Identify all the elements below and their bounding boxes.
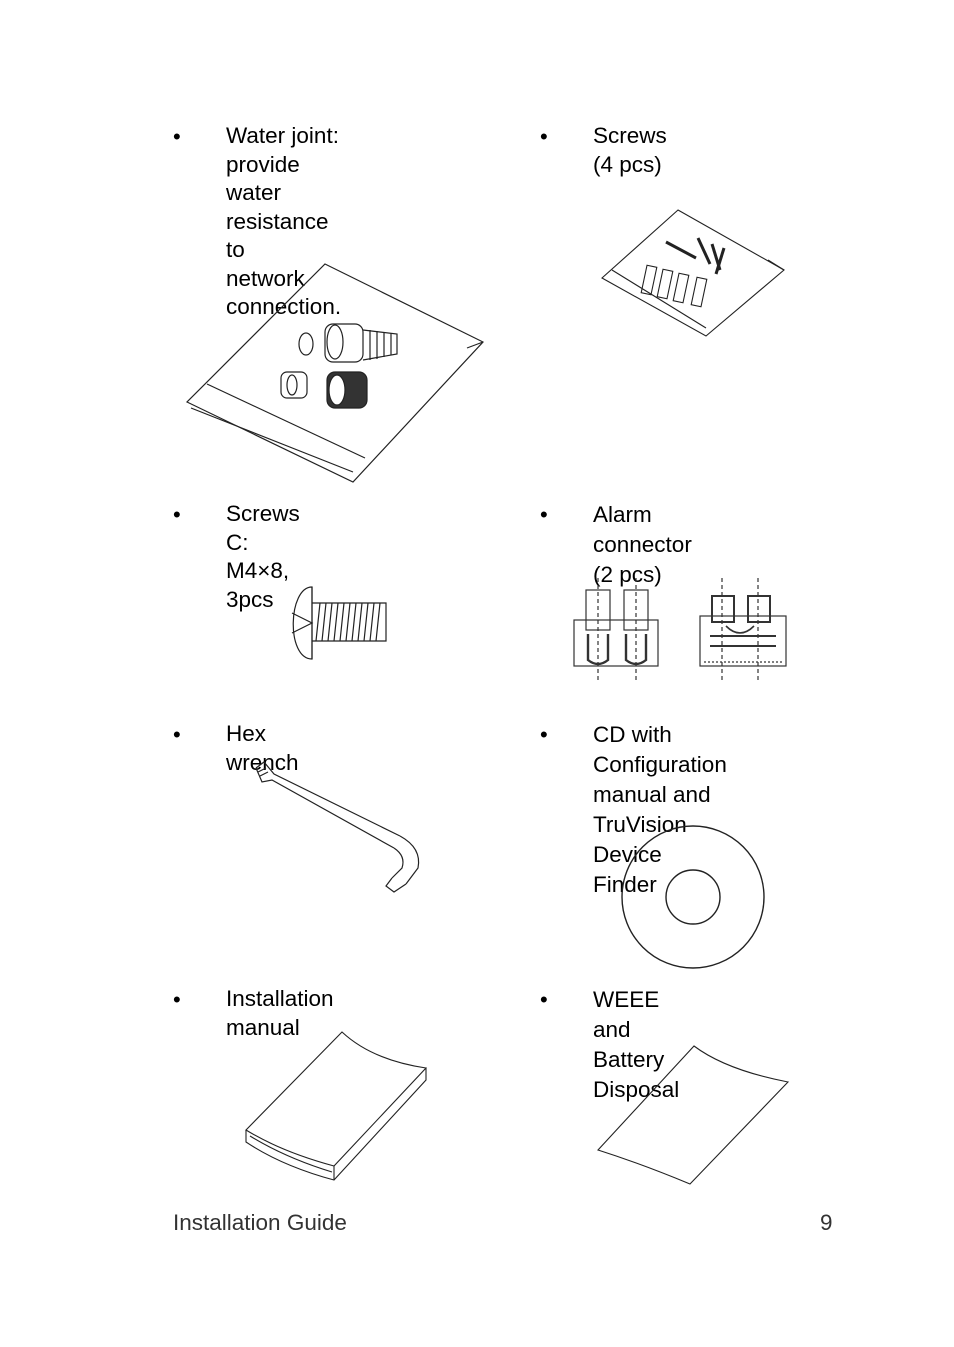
bullet: • (173, 987, 181, 1012)
screws-bag-image (600, 208, 786, 338)
bullet: • (540, 502, 548, 527)
item-label: Screws (4 pcs) (593, 123, 667, 177)
item-label: WEEE and Battery Disposal (593, 987, 680, 1102)
screw-image (282, 583, 388, 663)
bullet: • (540, 722, 548, 747)
bullet: • (540, 987, 548, 1012)
item-label: Screws C: M4×8, 3pcs (226, 501, 300, 612)
water-joint-bag-image (185, 262, 485, 484)
booklet-image (242, 1030, 432, 1186)
cd-disc-image (619, 824, 767, 970)
bullet: • (540, 124, 548, 149)
bullet: • (173, 124, 181, 149)
item-label: Water joint: provide water resistance to… (226, 123, 342, 319)
item-label: CD with Configuration manual and TruVisi… (593, 722, 727, 897)
bullet: • (173, 722, 181, 747)
page-number: 9 (820, 1210, 833, 1235)
bullet: • (173, 502, 181, 527)
hex-wrench-image (252, 760, 424, 898)
alarm-connectors-image (570, 576, 818, 686)
sheet-image (596, 1044, 792, 1186)
item-label: Hex wrench (226, 721, 299, 775)
footer-document-title: Installation Guide (173, 1210, 347, 1235)
item-label: Alarm connector (2 pcs) (593, 502, 692, 587)
item-label: Installation manual (226, 986, 334, 1040)
